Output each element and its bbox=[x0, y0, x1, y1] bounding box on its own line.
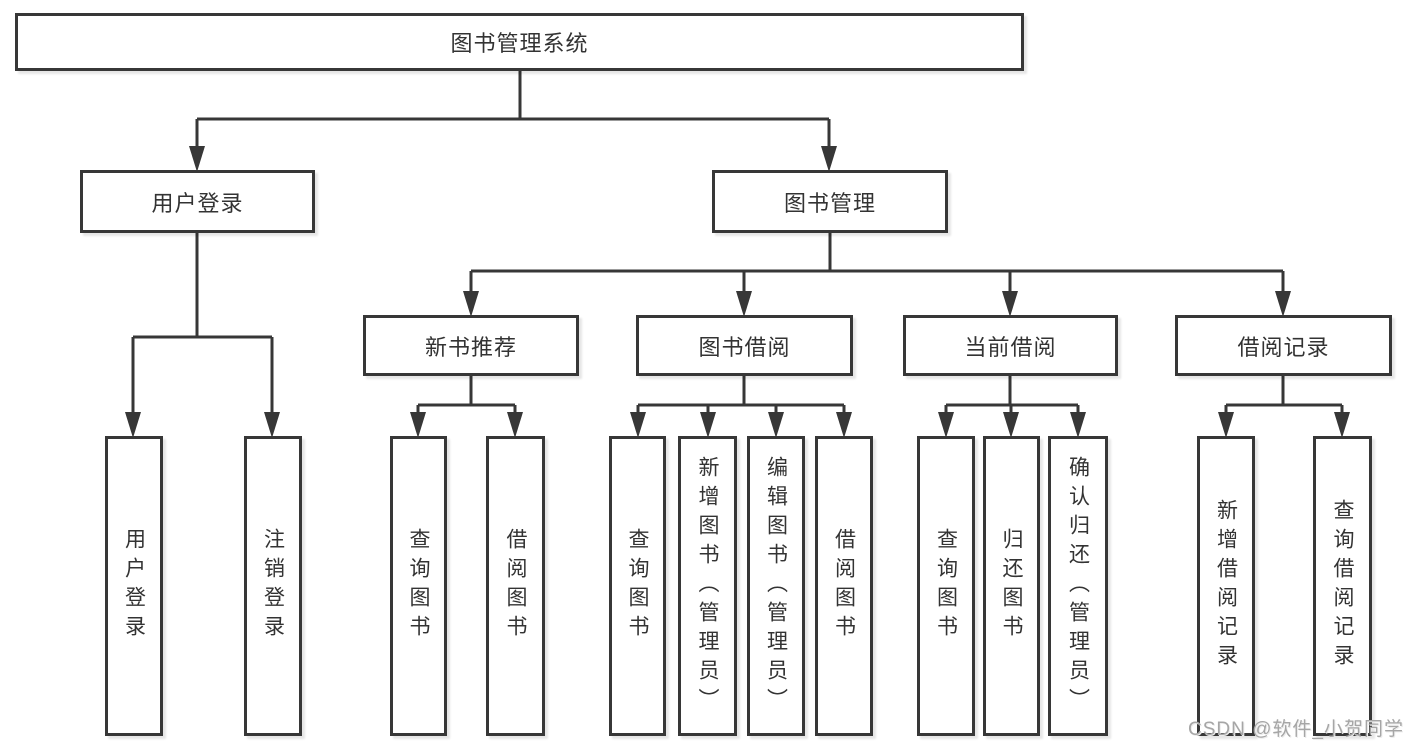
leaf-query-books-borrowing-label: 查询图书 bbox=[626, 528, 649, 644]
node-book-management-label: 图书管理 bbox=[783, 190, 876, 216]
node-book-borrowing: 图书借阅 bbox=[636, 315, 853, 376]
node-root-label: 图书管理系统 bbox=[450, 31, 589, 56]
leaf-return-book: 归还图书 bbox=[983, 436, 1040, 736]
leaf-add-book-admin-label: 新增图书（管理员） bbox=[696, 455, 719, 717]
node-current-borrowing: 当前借阅 bbox=[903, 315, 1118, 376]
leaf-logout-label: 注销登录 bbox=[261, 528, 285, 644]
leaf-user-login-label: 用户登录 bbox=[122, 528, 146, 644]
leaf-query-borrow-record-label: 查询借阅记录 bbox=[1331, 499, 1354, 673]
node-root: 图书管理系统 bbox=[15, 13, 1024, 71]
leaf-borrow-books-recommend-label: 借阅图书 bbox=[504, 528, 527, 644]
leaf-query-books-borrowing: 查询图书 bbox=[609, 436, 666, 736]
leaf-query-borrow-record: 查询借阅记录 bbox=[1313, 436, 1372, 736]
leaf-add-borrow-record: 新增借阅记录 bbox=[1197, 436, 1255, 736]
leaf-borrow-books-borrowing-label: 借阅图书 bbox=[832, 528, 856, 644]
leaf-query-books-recommend: 查询图书 bbox=[390, 436, 447, 736]
leaf-user-login: 用户登录 bbox=[105, 436, 163, 736]
node-book-borrowing-label: 图书借阅 bbox=[698, 334, 791, 360]
leaf-confirm-return-admin-label: 确认归还（管理员） bbox=[1066, 455, 1090, 717]
node-book-management: 图书管理 bbox=[712, 170, 948, 233]
leaf-return-book-label: 归还图书 bbox=[1000, 528, 1023, 644]
node-new-book-recommend: 新书推荐 bbox=[363, 315, 579, 376]
leaf-edit-book-admin-label: 编辑图书（管理员） bbox=[764, 455, 788, 717]
leaf-add-book-admin: 新增图书（管理员） bbox=[678, 436, 737, 736]
leaf-borrow-books-recommend: 借阅图书 bbox=[486, 436, 545, 736]
leaf-query-books-recommend-label: 查询图书 bbox=[407, 528, 430, 644]
node-current-borrowing-label: 当前借阅 bbox=[964, 334, 1057, 360]
node-user-login-label: 用户登录 bbox=[151, 190, 244, 216]
node-user-login: 用户登录 bbox=[80, 170, 315, 233]
leaf-add-borrow-record-label: 新增借阅记录 bbox=[1214, 499, 1238, 673]
leaf-logout: 注销登录 bbox=[244, 436, 302, 736]
leaf-edit-book-admin: 编辑图书（管理员） bbox=[747, 436, 805, 736]
csdn-watermark: CSDN @软件_小贺同学 bbox=[1188, 719, 1404, 740]
leaf-query-books-current: 查询图书 bbox=[917, 436, 975, 736]
leaf-borrow-books-borrowing: 借阅图书 bbox=[815, 436, 873, 736]
leaf-confirm-return-admin: 确认归还（管理员） bbox=[1048, 436, 1108, 736]
node-borrow-records: 借阅记录 bbox=[1175, 315, 1392, 376]
leaf-query-books-current-label: 查询图书 bbox=[934, 528, 958, 644]
node-borrow-records-label: 借阅记录 bbox=[1237, 334, 1330, 360]
node-new-book-recommend-label: 新书推荐 bbox=[424, 334, 517, 360]
